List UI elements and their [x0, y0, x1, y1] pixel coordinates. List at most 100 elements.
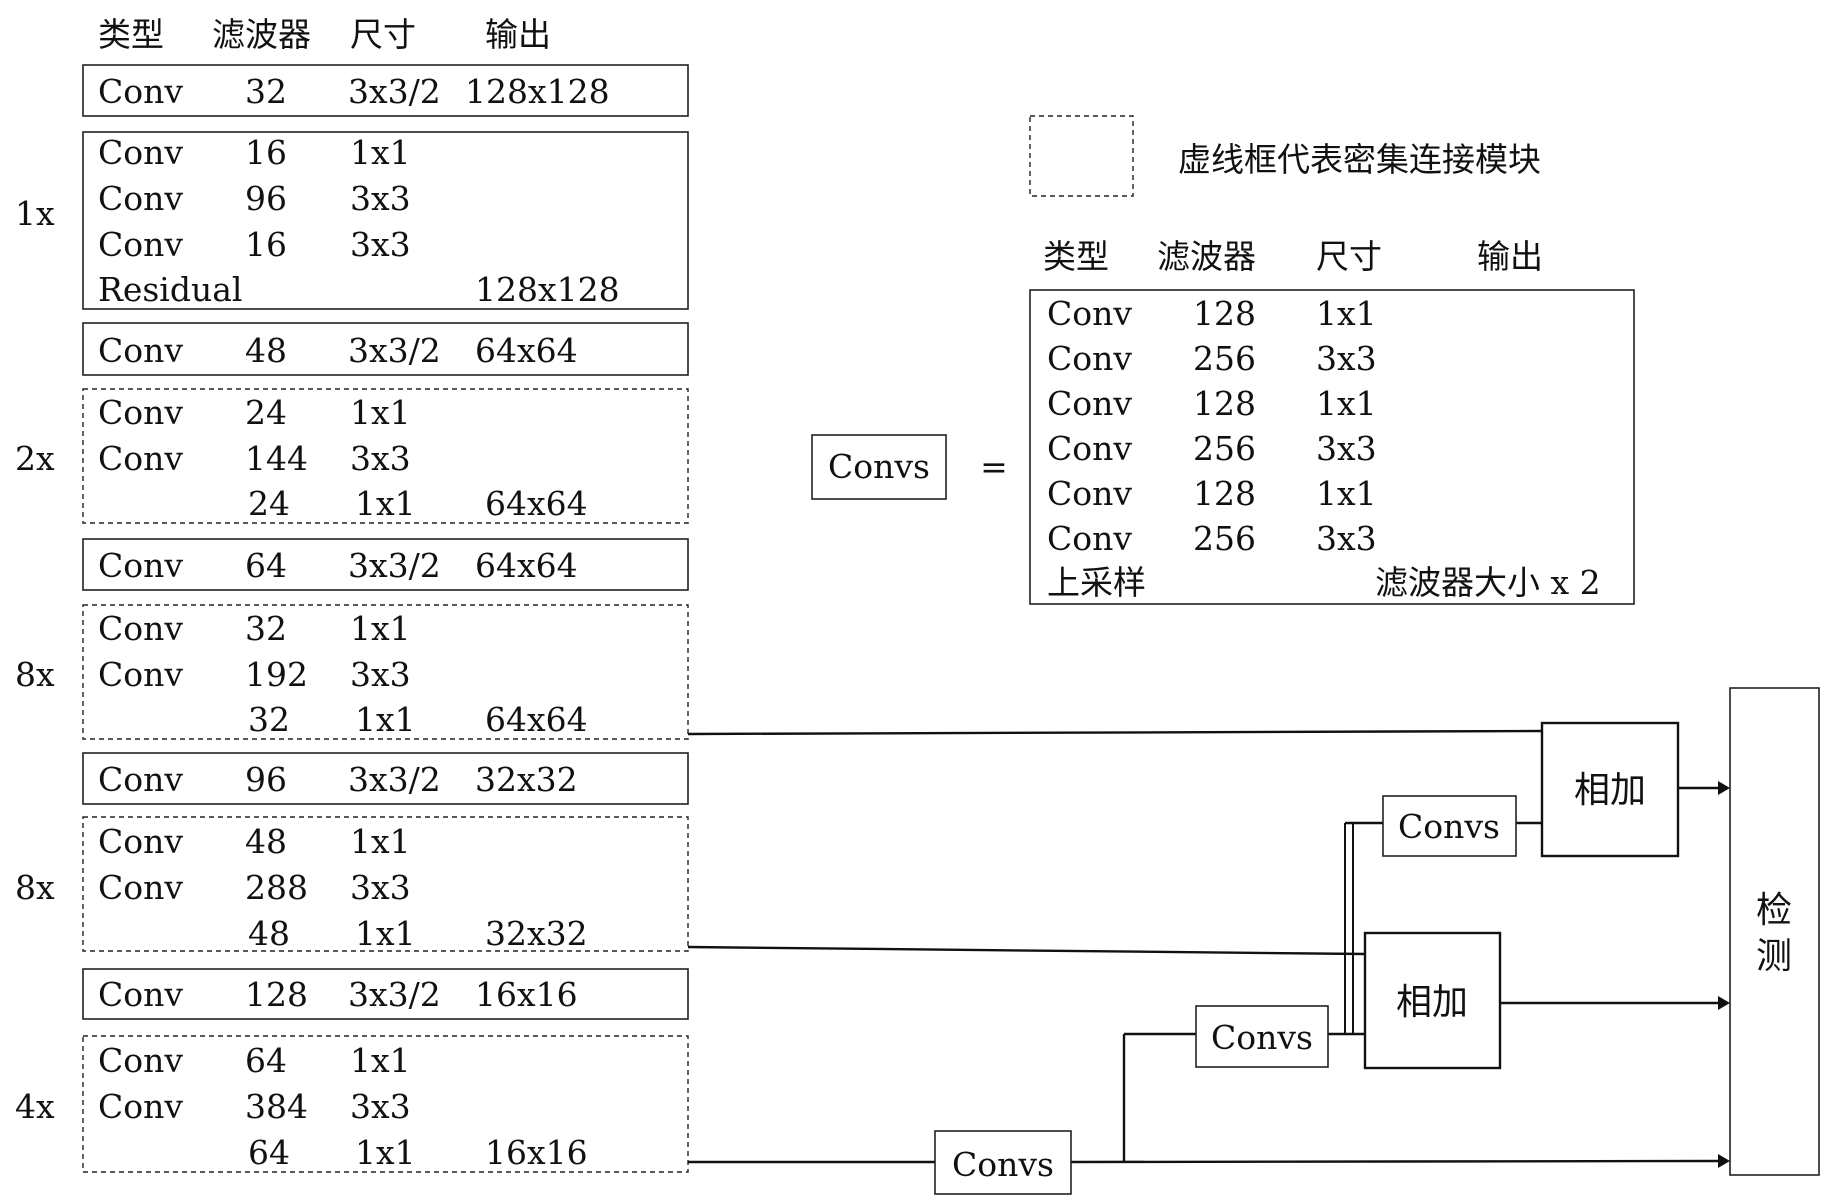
down1-filter: 48	[245, 331, 287, 370]
down2-filter: 64	[245, 546, 287, 585]
header-output: 输出	[485, 15, 551, 54]
block1-row2-filter: 96	[245, 179, 287, 218]
legend-text: 虚线框代表密集连接模块	[1178, 140, 1541, 179]
block4-row1-type: Conv	[98, 822, 183, 861]
block1-row2-size: 3x3	[350, 179, 411, 218]
down1-type: Conv	[98, 331, 183, 370]
block1-row1-filter: 16	[245, 133, 287, 172]
downsample-conv-2: Conv 64 3x3/2 64x64	[82, 538, 689, 591]
block1-row2-type: Conv	[98, 179, 183, 218]
block2-row2-size: 3x3	[350, 439, 411, 478]
block5-row2-size: 3x3	[350, 1087, 411, 1126]
block2-row3-size: 1x1	[355, 484, 416, 523]
down3-type: Conv	[98, 760, 183, 799]
block3-row1-type: Conv	[98, 609, 183, 648]
convs-row2-size: 3x3	[1316, 339, 1377, 378]
block1-row4-type: Residual	[98, 270, 242, 309]
stem-output: 128x128	[465, 72, 610, 111]
downsample-conv-3: Conv 96 3x3/2 32x32	[82, 752, 689, 805]
convs-row5-filter: 128	[1193, 474, 1256, 513]
add-box-mid: 相加	[1363, 931, 1502, 1070]
arrowhead-bottom	[1718, 1154, 1730, 1168]
convs-row3-size: 1x1	[1316, 384, 1377, 423]
convs-table-box	[1029, 289, 1635, 605]
convs-row4-type: Conv	[1047, 429, 1132, 468]
convs-c-label: Convs	[952, 1145, 1054, 1184]
block5-row1-size: 1x1	[350, 1041, 411, 1080]
down3-size: 3x3/2	[348, 760, 441, 799]
stem-size: 3x3/2	[348, 72, 441, 111]
convs-row5-type: Conv	[1047, 474, 1132, 513]
convs-header-size: 尺寸	[1316, 237, 1382, 276]
block1-row1-size: 1x1	[350, 133, 411, 172]
block3-row2-type: Conv	[98, 655, 183, 694]
convs-upsample-note: 滤波器大小 x 2	[1375, 563, 1601, 602]
connector-block3-to-add-top	[687, 729, 1543, 736]
block5-row3-output: 16x16	[485, 1133, 588, 1172]
convs-box-a: Convs	[1382, 795, 1517, 857]
block2-row3-filter: 24	[248, 484, 290, 523]
convs-row2-filter: 256	[1193, 339, 1256, 378]
down3-filter: 96	[245, 760, 287, 799]
block2-row2-filter: 144	[245, 439, 308, 478]
flow-connectors	[687, 729, 1730, 1168]
equals-sign: =	[980, 447, 1008, 486]
convs-b-label: Convs	[1211, 1018, 1313, 1057]
legend: 虚线框代表密集连接模块	[1029, 115, 1541, 197]
convs-row6-type: Conv	[1047, 519, 1132, 558]
down4-output: 16x16	[475, 975, 578, 1014]
convs-row6-filter: 256	[1193, 519, 1256, 558]
convs-box-b: Convs	[1195, 1005, 1329, 1068]
convs-header-output: 输出	[1477, 237, 1543, 276]
block5-row1-filter: 64	[245, 1041, 287, 1080]
header-size: 尺寸	[350, 15, 416, 54]
block1-row3-filter: 16	[245, 225, 287, 264]
block3-row3-size: 1x1	[355, 700, 416, 739]
block2-row1-type: Conv	[98, 393, 183, 432]
detect-label-char2: 测	[1756, 936, 1792, 977]
convs-upsample-type: 上采样	[1047, 563, 1146, 602]
block5-row2-filter: 384	[245, 1087, 308, 1126]
add-box-top: 相加	[1540, 721, 1680, 858]
block2-row3-output: 64x64	[485, 484, 588, 523]
header-filter: 滤波器	[212, 15, 311, 54]
block5-repeat: 4x	[15, 1087, 55, 1126]
down4-filter: 128	[245, 975, 308, 1014]
stem-conv-box: Conv 32 3x3/2 128x128	[82, 64, 689, 117]
block5-row3-size: 1x1	[355, 1133, 416, 1172]
convs-a-label: Convs	[1398, 807, 1500, 846]
dense-block-5: 4x Conv 64 1x1 Conv 384 3x3 64 1x1 16x16	[15, 1035, 689, 1173]
convs-row3-filter: 128	[1193, 384, 1256, 423]
block3-row3-output: 64x64	[485, 700, 588, 739]
convs-row6-size: 3x3	[1316, 519, 1377, 558]
block3-row1-size: 1x1	[350, 609, 411, 648]
convs-row1-size: 1x1	[1316, 294, 1377, 333]
stem-type: Conv	[98, 72, 183, 111]
down2-size: 3x3/2	[348, 546, 441, 585]
down1-size: 3x3/2	[348, 331, 441, 370]
down2-output: 64x64	[475, 546, 578, 585]
detect-box: 检 测	[1729, 687, 1820, 1176]
convs-definition-label: Convs	[828, 447, 930, 486]
down2-type: Conv	[98, 546, 183, 585]
residual-block: 1x Conv 16 1x1 Conv 96 3x3 Conv 16 3x3 R…	[15, 131, 689, 310]
block2-repeat: 2x	[15, 439, 55, 478]
block1-repeat: 1x	[15, 194, 55, 233]
convs-definition: Convs = 类型 滤波器 尺寸 输出 Conv 128 1x1 Conv 2…	[811, 237, 1635, 605]
layer-table-header: 类型 滤波器 尺寸 输出	[98, 15, 551, 54]
block4-row3-filter: 48	[248, 914, 290, 953]
header-type: 类型	[98, 15, 164, 54]
block3-row3-filter: 32	[248, 700, 290, 739]
downsample-conv-4: Conv 128 3x3/2 16x16	[82, 968, 689, 1020]
block2-row2-type: Conv	[98, 439, 183, 478]
down3-output: 32x32	[475, 760, 578, 799]
legend-dashed-swatch	[1029, 115, 1134, 197]
block4-row1-size: 1x1	[350, 822, 411, 861]
dense-block-4: 8x Conv 48 1x1 Conv 288 3x3 48 1x1 32x32	[15, 816, 689, 953]
block5-row1-type: Conv	[98, 1041, 183, 1080]
block4-row3-size: 1x1	[355, 914, 416, 953]
convs-box-c: Convs	[934, 1130, 1072, 1195]
block3-row2-filter: 192	[245, 655, 308, 694]
down4-size: 3x3/2	[348, 975, 441, 1014]
dense-block-3: 8x Conv 32 1x1 Conv 192 3x3 32 1x1 64x64	[15, 604, 689, 740]
